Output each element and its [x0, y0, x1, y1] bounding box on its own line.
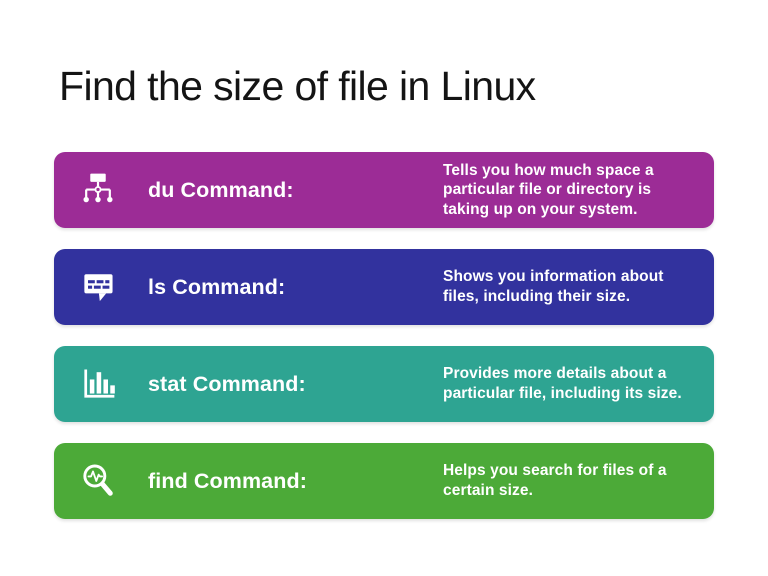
command-label: stat Command:	[148, 371, 306, 396]
chat-bubble-text-lines	[88, 280, 110, 289]
row-stat-command: stat Command: Provides more details abou…	[54, 346, 714, 422]
search-pulse-icon	[76, 461, 120, 501]
row-du-command: du Command: Tells you how much space a p…	[54, 152, 714, 228]
command-list: du Command: Tells you how much space a p…	[54, 152, 714, 519]
bar-chart-icon	[76, 364, 120, 404]
sitemap-icon	[76, 170, 120, 210]
command-description: Shows you information about files, inclu…	[443, 268, 664, 305]
page-title: Find the size of file in Linux	[59, 63, 536, 109]
row-find-command: find Command: Helps you search for files…	[54, 443, 714, 519]
command-label: ls Command:	[148, 274, 286, 299]
row-ls-command: ls Command: Shows you information about …	[54, 249, 714, 325]
command-label: find Command:	[148, 468, 307, 493]
command-description: Tells you how much space a particular fi…	[443, 161, 654, 218]
command-description: Helps you search for files of a certain …	[443, 462, 667, 499]
command-description: Provides more details about a particular…	[443, 365, 682, 402]
chat-bubble-icon	[76, 267, 120, 307]
command-label: du Command:	[148, 177, 294, 202]
